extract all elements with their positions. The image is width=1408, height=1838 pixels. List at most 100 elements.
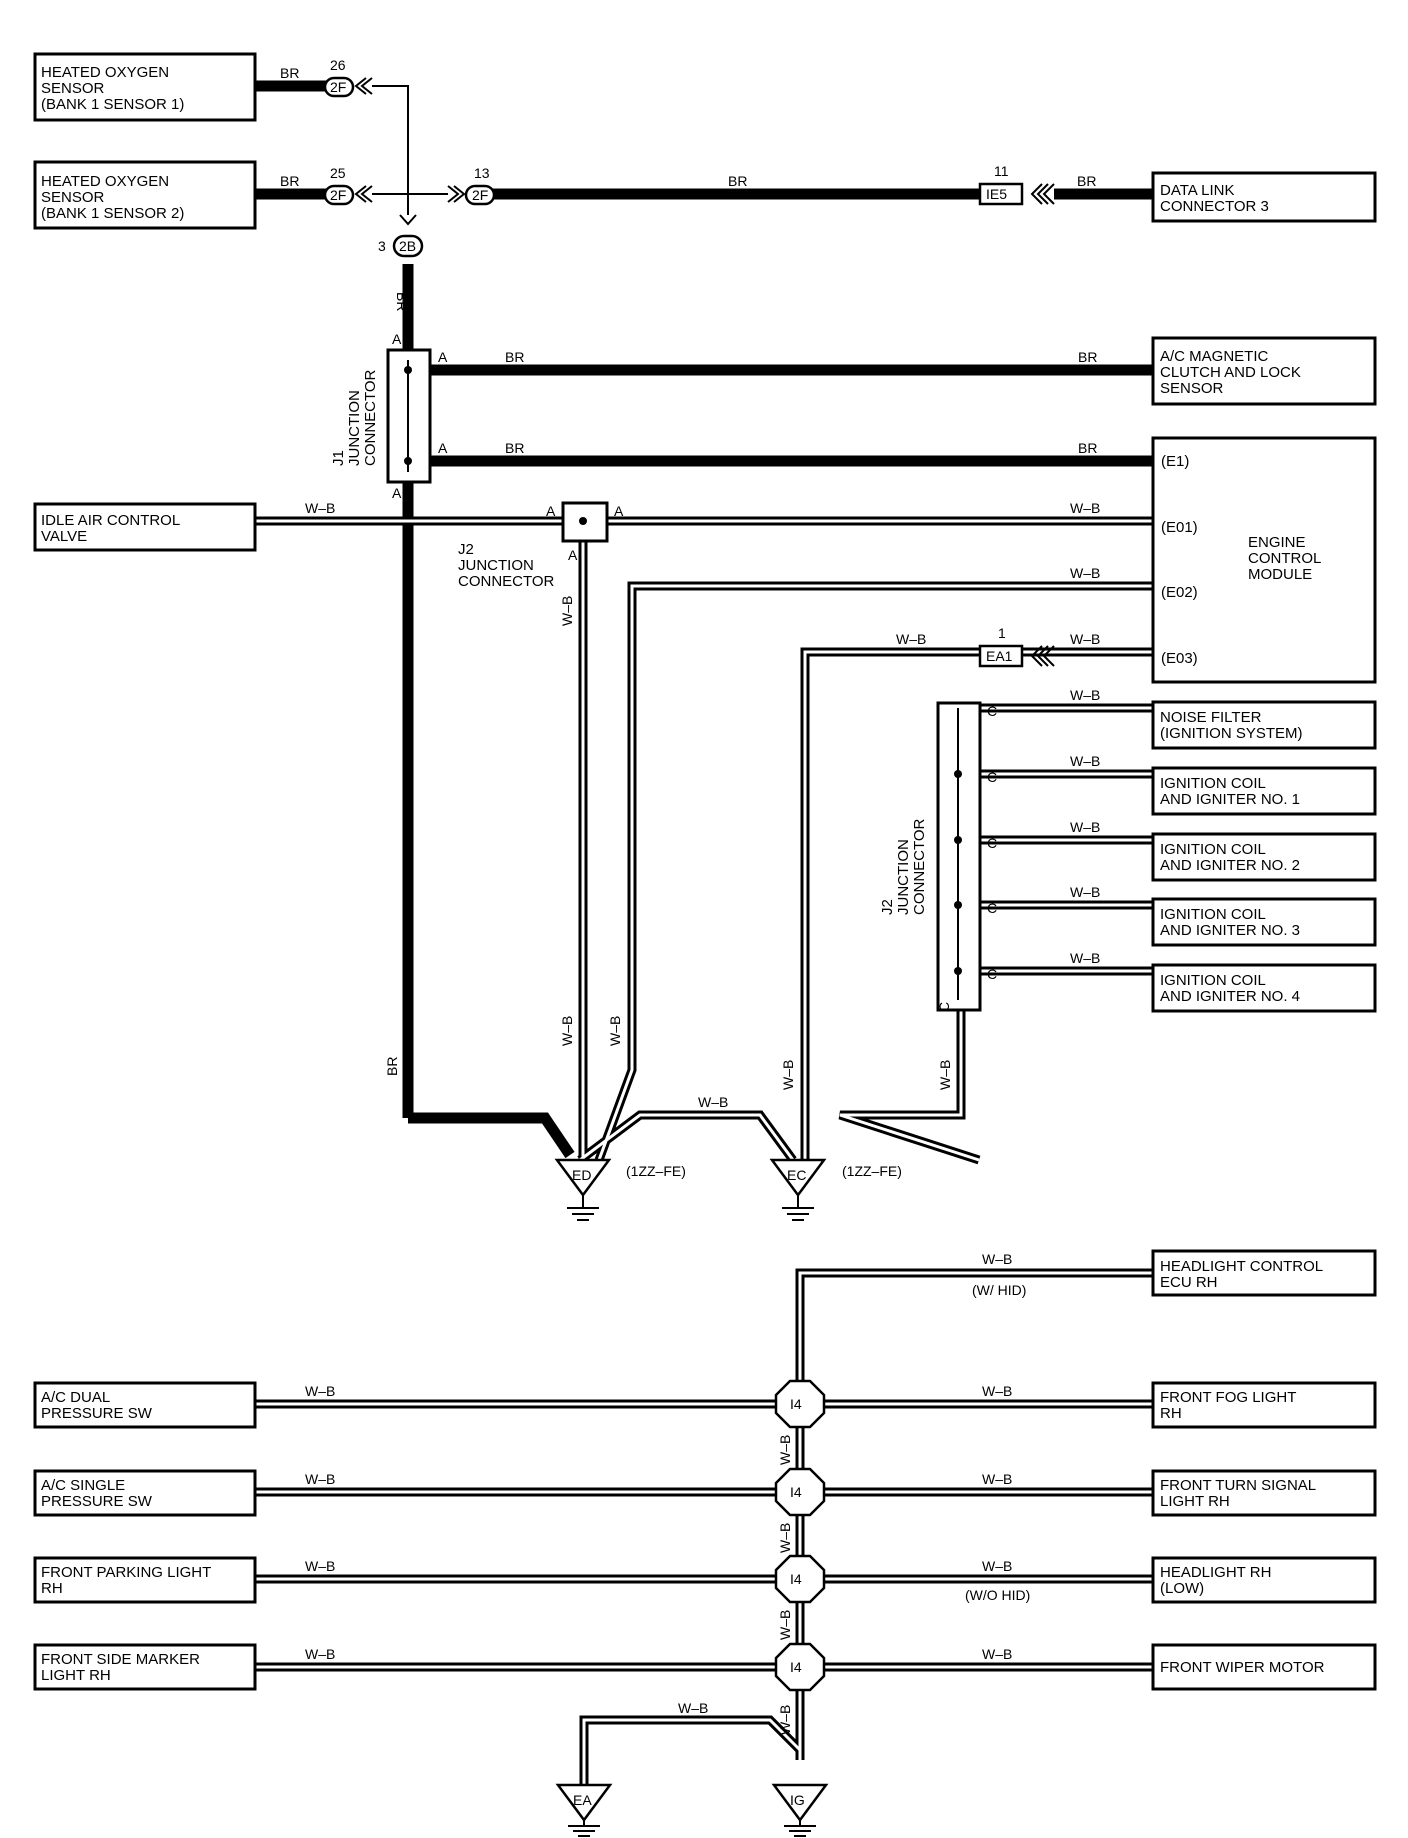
pin-label-a: A [392,331,402,347]
i4-splices: I4 I4 I4 I4 [774,1379,826,1692]
connector-2f-26-arrow [360,77,373,95]
ground-ec-note: (1ZZ–FE) [842,1163,902,1179]
data-link-connector-3-box [1151,171,1377,223]
wire-label-wb: W–B [305,1646,335,1662]
pin-label-a: A [614,503,624,519]
ign-coil-2-line-1: IGNITION COIL [1160,841,1266,858]
front-wiper-motor-box [1151,1643,1377,1691]
splice-i4-2 [774,1467,826,1517]
ho2s-bank1-sensor2-box [33,160,257,230]
wire-label-wb: W–B [698,1094,728,1110]
j1-label-line-2: JUNCTION [346,390,363,466]
wire-label-wb: W–B [982,1251,1012,1267]
connector-2f-13 [464,184,496,206]
wire-label-wb: W–B [896,631,926,647]
ground-ec-id: EC [787,1167,806,1183]
pin-label-a: A [392,485,402,501]
ho2s-b1s2-line-1: HEATED OXYGEN [41,173,169,190]
junction-connectors: J1 JUNCTION CONNECTOR J2 JUNCTION CONNEC… [330,348,982,1012]
connector-2f-26-id: 2F [330,79,346,95]
component-boxes: HEATED OXYGEN SENSOR (BANK 1 SENSOR 1) H… [33,52,1377,1691]
wire-label-wb: W–B [1070,950,1100,966]
ho2s-b1s1-line-2: SENSOR [41,80,105,97]
connector-ie5-arrow [1030,183,1043,205]
connector-2f-13-id: 2F [472,187,488,203]
front-fog-line-1: FRONT FOG LIGHT [1160,1389,1296,1406]
ecm-terminal-e02: (E02) [1161,584,1198,601]
connector-2f-25 [323,184,355,206]
headlight-ecu-line-2: ECU RH [1160,1274,1218,1291]
wire-label-wb: W–B [305,1471,335,1487]
splice-i4-3-label: I4 [790,1571,802,1587]
wire-label-wb: W–B [305,500,335,516]
ecm-label-line-1: ENGINE [1248,534,1306,551]
pin-labels: A A A A A A A C C C C C C [392,331,997,1012]
ground-ea [555,1783,613,1823]
ac-clutch-line-2: CLUTCH AND LOCK [1160,364,1301,381]
pin-label-c: C [936,1002,952,1012]
wire-label-br: BR [1077,173,1096,189]
connector-2f-25-arrow [360,185,373,203]
front-side-marker-box [33,1643,257,1691]
wire-label-wb: W–B [780,1060,796,1090]
ground-ed-id: ED [572,1167,591,1183]
connector-2b-arrow [399,214,417,226]
noise-filter-box [1151,700,1377,750]
ground-ed [554,1158,612,1198]
wire-label-wb: W–B [305,1558,335,1574]
dlc3-line-1: DATA LINK [1160,182,1234,199]
wire-label-wb: W–B [559,596,575,626]
dlc3-line-2: CONNECTOR 3 [1160,198,1269,215]
engine-control-module-box [1151,436,1377,684]
j2-upper-label-line-3: CONNECTOR [458,573,555,590]
pin-label-c: C [987,900,997,916]
noise-filter-line-2: (IGNITION SYSTEM) [1160,725,1303,742]
wire-label-wb: W–B [982,1471,1012,1487]
connector-2f-25-pin: 25 [330,165,346,181]
wire-label-wb: W–B [559,1016,575,1046]
j2-lower-label-line-2: JUNCTION [895,839,912,915]
connector-ea1-arrow [1030,645,1043,667]
ign-coil-1-line-1: IGNITION COIL [1160,775,1266,792]
ign-coil-4-line-2: AND IGNITER NO. 4 [1160,988,1300,1005]
noise-filter-line-1: NOISE FILTER [1160,709,1262,726]
connector-2f-13-arrow [447,185,460,203]
j2-upper-label-line-2: JUNCTION [458,557,534,574]
ho2s-b1s1-line-1: HEATED OXYGEN [41,64,169,81]
connector-2f-26 [323,76,355,98]
pin-label-c: C [987,966,997,982]
pin-label-a: A [438,440,448,456]
wire-label-br: BR [280,173,299,189]
grounds: ED (1ZZ–FE) EC (1ZZ–FE) EA IG [554,1158,902,1837]
ecm-terminal-e1: (E1) [1161,453,1189,470]
wire-label-wb: W–B [1070,687,1100,703]
front-turn-line-2: LIGHT RH [1160,1493,1230,1510]
wire-label-wb: W–B [1070,884,1100,900]
wire-color-labels: BR BR BR BR BR BR BR BR BR BR W–B W–B W–… [280,65,1100,1735]
ecm-label-line-2: CONTROL [1248,550,1321,567]
ign-coil-2-line-2: AND IGNITER NO. 2 [1160,857,1300,874]
pin-label-c: C [987,835,997,851]
connector-ie5-id: IE5 [986,186,1007,202]
ac-magnetic-clutch-box [1151,336,1377,406]
splice-i4-4-label: I4 [790,1659,802,1675]
pin-label-c: C [987,769,997,785]
wire-label-wb: W–B [982,1383,1012,1399]
front-side-marker-line-1: FRONT SIDE MARKER [41,1651,200,1668]
inline-connectors: 2F 26 2F 25 2F 13 IE5 11 2B 3 EA1 1 [323,57,1055,668]
connector-ea1-id: EA1 [986,648,1013,664]
ac-clutch-line-3: SENSOR [1160,380,1224,397]
ecm-terminal-e03: (E03) [1161,650,1198,667]
ac-dual-pressure-sw-box [33,1381,257,1429]
iac-line-1: IDLE AIR CONTROL [41,512,180,529]
connector-2b-pin: 3 [378,238,386,254]
front-parking-line-1: FRONT PARKING LIGHT [41,1564,211,1581]
wire-label-wb: W–B [305,1383,335,1399]
wire-label-br: BR [505,440,524,456]
ecm-terminal-e01: (E01) [1161,519,1198,536]
ignition-coil-4-box [1151,963,1377,1013]
wire-label-wb: W–B [1070,819,1100,835]
ign-coil-4-line-1: IGNITION COIL [1160,972,1266,989]
connector-2f-25-id: 2F [330,187,346,203]
ho2s-b1s2-line-2: SENSOR [41,189,105,206]
